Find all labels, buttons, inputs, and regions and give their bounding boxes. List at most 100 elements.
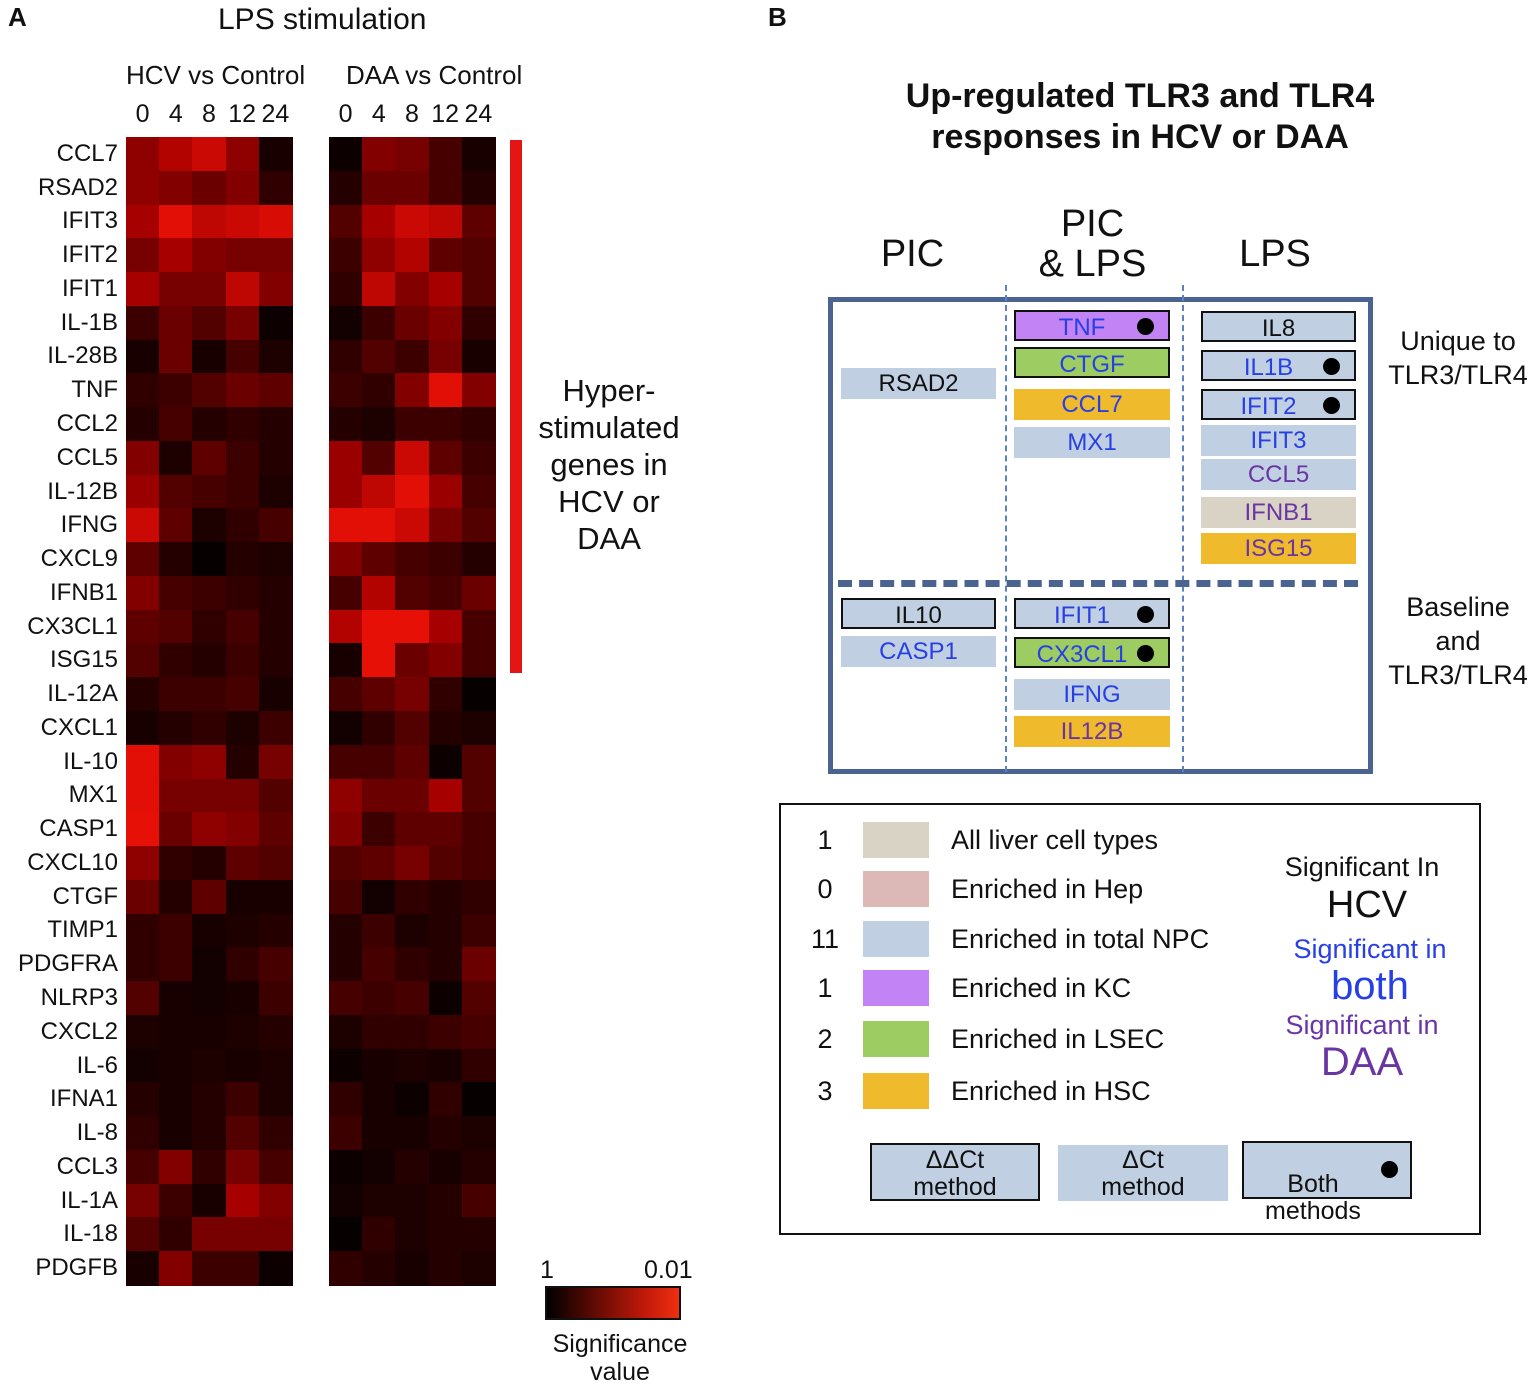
daa-cell-MX1-t8: [395, 778, 430, 813]
hcv-cell-CCL5-t0: [126, 440, 160, 476]
gene-label: CXCL2: [40, 1017, 118, 1045]
gene-label: IL-12B: [47, 477, 118, 505]
both-methods-dot-icon: [1137, 606, 1154, 623]
daa-cell-RSAD2-t24: [461, 170, 496, 206]
gene-label: CCL5: [56, 443, 118, 471]
daa-cell-IL-1A-t4: [362, 1183, 396, 1219]
daa-cell-IFNG-t0: [329, 508, 363, 543]
gene-label: IL-12A: [47, 680, 118, 708]
daa-cell-TIMP1-t12: [428, 913, 463, 948]
hcv-cell-MX1-t8: [192, 778, 227, 813]
gene-box-mx1: MX1: [1014, 427, 1170, 458]
gene-box-label: ISG15: [1244, 535, 1313, 562]
gene-box-ccl7: CCL7: [1014, 389, 1170, 420]
hcv-cell-ISG15-t4: [159, 643, 193, 678]
hcv-cell-RSAD2-t12: [225, 170, 260, 206]
daa-cell-CX3CL1-t8: [395, 609, 430, 645]
daa-cell-IFIT2-t0: [329, 238, 363, 273]
hcv-cell-IL-12B-t0: [126, 474, 160, 509]
daa-cell-NLRP3-t0: [329, 981, 363, 1016]
panel-a-letter: A: [8, 2, 27, 32]
hcv-cell-IFNB1-t12: [225, 575, 260, 611]
daa-cell-IL-12B-t12: [428, 474, 463, 509]
hcv-cell-TIMP1-t12: [225, 913, 260, 948]
hcv-cell-PDGFRA-t24: [258, 947, 293, 982]
daa-cell-IFNB1-t12: [428, 575, 463, 611]
hcv-cell-IL-10-t24: [258, 744, 293, 780]
daa-cell-CXCL10-t8: [395, 846, 430, 881]
hcv-cell-IFIT3-t12: [225, 204, 260, 239]
hcv-cell-CTGF-t0: [126, 879, 160, 915]
hcv-cell-IL-1A-t24: [258, 1183, 293, 1219]
daa-cell-TNF-t4: [362, 373, 396, 408]
daa-cell-IL-10-t4: [362, 744, 396, 780]
daa-cell-CCL7-t12: [428, 137, 463, 172]
hcv-cell-IL-8-t8: [192, 1116, 227, 1151]
hcv-cell-IL-28B-t24: [258, 339, 293, 374]
divider-right: [1182, 285, 1184, 772]
timepoint-tick: 24: [261, 100, 290, 128]
gene-label: CXCL1: [40, 713, 118, 741]
daa-cell-CXCL9-t8: [395, 542, 430, 577]
gene-box-label: CX3CL1: [1036, 641, 1128, 668]
hcv-cell-IFIT3-t0: [126, 204, 160, 239]
hcv-cell-CXCL10-t12: [225, 846, 260, 881]
timepoint-tick: 8: [405, 100, 419, 128]
hcv-cell-CASP1-t8: [192, 812, 227, 847]
hcv-cell-IL-18-t12: [225, 1217, 260, 1252]
gene-box-label: RSAD2: [878, 370, 959, 397]
daa-cell-CXCL9-t24: [461, 542, 496, 577]
daa-cell-IL-8-t24: [461, 1116, 496, 1151]
hcv-cell-PDGFRA-t0: [126, 947, 160, 982]
scale-max-label: 0.01: [644, 1256, 693, 1284]
daa-cell-PDGFRA-t4: [362, 947, 396, 982]
hcv-cell-CASP1-t12: [225, 812, 260, 847]
daa-cell-CXCL2-t12: [428, 1014, 463, 1050]
gene-box-label: TNF: [1058, 314, 1106, 341]
gene-box-ifit3: IFIT3: [1201, 425, 1356, 456]
hcv-cell-CCL3-t0: [126, 1149, 160, 1185]
legend-label: Enriched in Hep: [951, 874, 1144, 904]
daa-cell-IFIT3-t8: [395, 204, 430, 239]
daa-cell-CXCL2-t0: [329, 1014, 363, 1050]
hcv-cell-PDGFRA-t4: [159, 947, 193, 982]
daa-cell-TIMP1-t8: [395, 913, 430, 948]
daa-cell-CCL2-t0: [329, 407, 363, 442]
gene-label: CXCL10: [27, 848, 118, 876]
hcv-cell-CXCL2-t0: [126, 1014, 160, 1050]
daa-cell-TNF-t0: [329, 373, 363, 408]
hcv-cell-IFIT1-t0: [126, 272, 160, 307]
legend-swatch: [863, 871, 929, 907]
daa-cell-IFNA1-t0: [329, 1082, 363, 1117]
daa-cell-TIMP1-t24: [461, 913, 496, 948]
daa-cell-CX3CL1-t24: [461, 609, 496, 645]
hcv-cell-CCL3-t12: [225, 1149, 260, 1185]
daa-cell-IL-6-t8: [395, 1048, 430, 1083]
daa-cell-CCL2-t24: [461, 407, 496, 442]
daa-cell-RSAD2-t4: [362, 170, 396, 206]
daa-cell-IL-8-t0: [329, 1116, 363, 1151]
hcv-cell-CCL5-t4: [159, 440, 193, 476]
daa-cell-IL-12B-t4: [362, 474, 396, 509]
daa-cell-IFNG-t12: [428, 508, 463, 543]
gene-box-il12b: IL12B: [1014, 716, 1170, 747]
daa-cell-IFNA1-t24: [461, 1082, 496, 1117]
gene-label: IL-1B: [60, 308, 118, 336]
daa-cell-NLRP3-t12: [428, 981, 463, 1016]
hcv-cell-IFIT2-t0: [126, 238, 160, 273]
hcv-cell-IFIT2-t4: [159, 238, 193, 273]
daa-cell-IL-18-t4: [362, 1217, 396, 1252]
hcv-cell-IFIT3-t24: [258, 204, 293, 239]
side-label-baseline: Baseline and TLR3/TLR4: [1388, 592, 1528, 690]
gene-label: IL-6: [76, 1051, 118, 1079]
daa-cell-ISG15-t24: [461, 643, 496, 678]
hcv-cell-PDGFB-t0: [126, 1251, 160, 1286]
hcv-cell-IL-12B-t8: [192, 474, 227, 509]
daa-cell-CASP1-t0: [329, 812, 363, 847]
gene-label: IL-18: [63, 1220, 118, 1248]
gene-label: IFIT2: [61, 241, 118, 269]
column-header-pic: PIC: [880, 233, 945, 275]
hcv-cell-IL-10-t12: [225, 744, 260, 780]
